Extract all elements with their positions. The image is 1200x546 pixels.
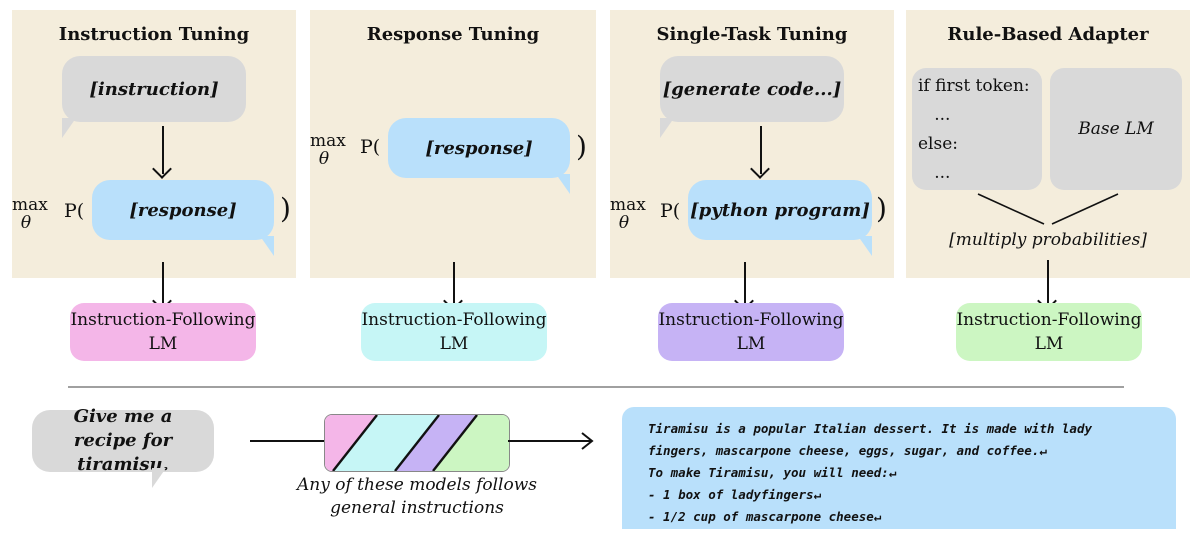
down-arrow	[1047, 260, 1049, 306]
models-caption: Any of these models follows general inst…	[297, 475, 537, 518]
panel-single-task-tuning: Single-Task Tuning [generate code...] ma…	[610, 10, 894, 306]
connector-arrow	[508, 440, 592, 442]
answer-line: To make Tiramisu, you will need:↵	[648, 465, 897, 480]
rule-code-box: if first token: ... else: ...	[912, 68, 1042, 190]
probability-p: P(	[360, 136, 381, 158]
panel-response-tuning: Response Tuning max θ P( [response] )	[310, 10, 596, 306]
bubble-tail	[858, 236, 872, 256]
connector-line	[250, 440, 324, 442]
panel-title: Instruction Tuning	[58, 24, 250, 45]
bubble-tail	[260, 236, 274, 256]
response-bubble: [response]	[92, 180, 274, 240]
bubble-tail	[556, 174, 570, 194]
probability-p: P(	[660, 200, 681, 222]
down-arrow	[162, 126, 164, 174]
arrow-head	[581, 432, 594, 450]
answer-line: - 1 box of ladyfingers↵	[648, 487, 822, 502]
merge-lines	[977, 193, 1119, 225]
instruction-following-lm: Instruction-Following LM	[70, 303, 256, 361]
instruction-following-lm: Instruction-Following LM	[361, 303, 547, 361]
panel-instruction-tuning: Instruction Tuning [instruction] max θ P…	[12, 10, 296, 306]
user-prompt-text: Give me a recipe for tiramisu.	[73, 406, 173, 475]
instruction-bubble: [instruction]	[62, 56, 246, 122]
max-theta-label: max θ	[12, 195, 48, 233]
instruction-bubble: [generate code...]	[660, 56, 844, 122]
response-text: [response]	[425, 137, 533, 159]
instruction-text: [instruction]	[89, 78, 219, 100]
down-arrow	[744, 262, 746, 306]
close-paren: )	[280, 192, 291, 225]
instruction-text: [generate code...]	[662, 78, 842, 100]
close-paren: )	[576, 130, 587, 163]
down-arrow	[760, 126, 762, 174]
answer-line: fingers, mascarpone cheese, eggs, sugar,…	[648, 443, 1047, 458]
base-lm-box: Base LM	[1050, 68, 1182, 190]
section-divider	[68, 386, 1124, 388]
response-bubble: [response]	[388, 118, 570, 178]
panel-rule-based-adapter: Rule-Based Adapter if first token: ... e…	[906, 10, 1190, 306]
panel-title: Single-Task Tuning	[656, 24, 848, 45]
models-stripe	[324, 414, 510, 472]
down-arrow	[453, 262, 455, 306]
down-arrow	[162, 262, 164, 306]
panel-title: Rule-Based Adapter	[947, 24, 1149, 45]
close-paren: )	[876, 192, 887, 225]
response-bubble: [python program]	[688, 180, 872, 240]
max-theta-label: max θ	[610, 195, 646, 233]
probability-p: P(	[64, 200, 85, 222]
rule-code: if first token: ... else: ...	[918, 76, 1030, 183]
response-text: [python program]	[690, 199, 870, 221]
model-answer-box: Tiramisu is a popular Italian dessert. I…	[622, 407, 1176, 529]
user-prompt-bubble: Give me a recipe for tiramisu.	[32, 406, 214, 475]
base-lm-label: Base LM	[1078, 119, 1154, 139]
bubble-tail	[660, 118, 674, 138]
answer-line: Tiramisu is a popular Italian dessert. I…	[648, 421, 1093, 436]
bubble-tail	[152, 468, 166, 488]
instruction-following-lm: Instruction-Following LM	[956, 303, 1142, 361]
answer-line: - 1/2 cup of mascarpone cheese↵	[648, 509, 882, 524]
multiply-label: [multiply probabilities]	[949, 230, 1147, 250]
bubble-tail	[62, 118, 76, 138]
response-text: [response]	[129, 199, 237, 221]
instruction-following-lm: Instruction-Following LM	[658, 303, 844, 361]
max-theta-label: max θ	[310, 131, 346, 169]
panel-title: Response Tuning	[366, 24, 540, 45]
